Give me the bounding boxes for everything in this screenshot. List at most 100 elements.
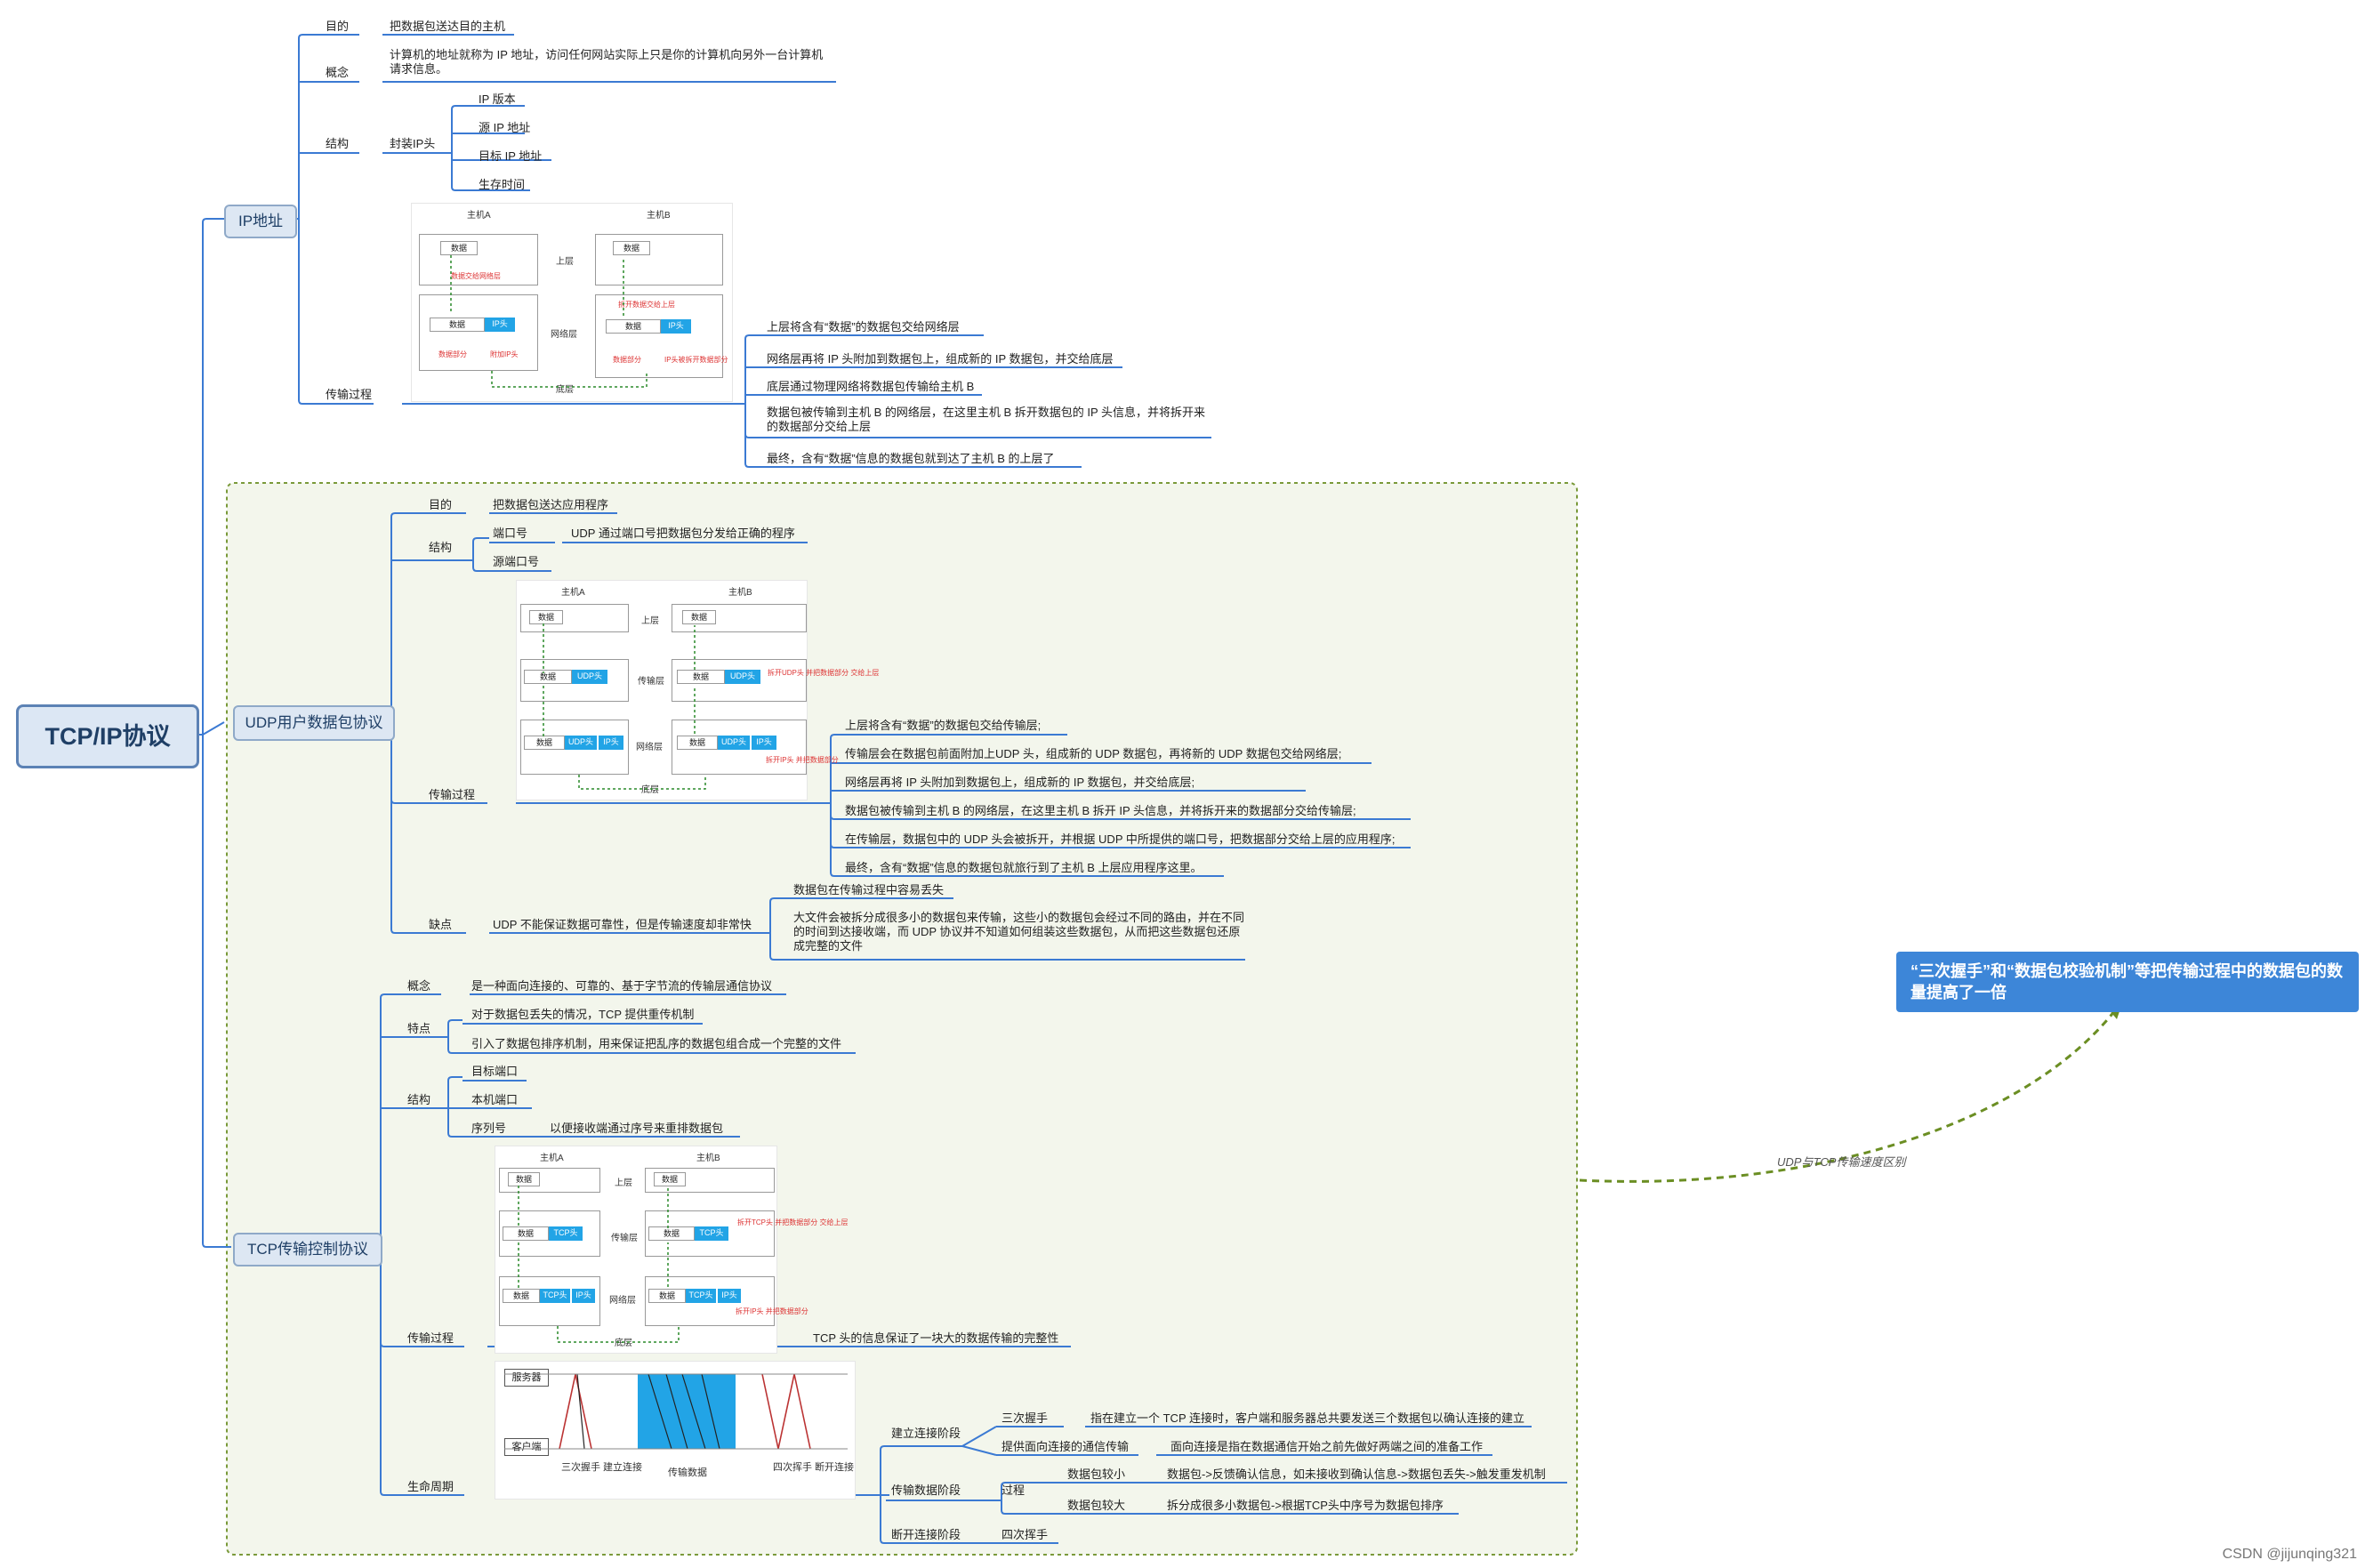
tcp-feature-2[interactable]: 引入了数据包排序机制，用来保证把乱序的数据包组合成一个完整的文件 xyxy=(471,1037,842,1050)
udp-fig-transport: 传输层 xyxy=(638,677,664,687)
fig-upper-label: 上层 xyxy=(556,257,574,267)
udp-purpose-label[interactable]: 目的 xyxy=(429,498,453,511)
life-transfer-label: 传输数据 xyxy=(668,1467,707,1478)
ip-step-1[interactable]: 上层将含有“数据”的数据包交给网络层 xyxy=(767,320,960,334)
tcp-seq-desc[interactable]: 以便接收端通过序号来重排数据包 xyxy=(550,1122,724,1135)
tcp-wave[interactable]: 四次挥手 xyxy=(1001,1528,1049,1541)
udp-structure-label[interactable]: 结构 xyxy=(429,541,453,554)
tcp-large-label[interactable]: 数据包较大 xyxy=(1067,1499,1126,1512)
udp-fig-a-tr-data: 数据 xyxy=(524,670,572,684)
tcp-fig-b-note2: 拆开IP头 并把数据部分 xyxy=(736,1307,808,1315)
fig-b-net-data: 数据 xyxy=(606,319,661,334)
ip-concept[interactable]: 计算机的地址就称为 IP 地址，访问任何网站实际上只是你的计算机向另外一台计算机… xyxy=(390,48,824,76)
tcp-handshake-desc[interactable]: 指在建立一个 TCP 连接时，客户端和服务器总共要发送三个数据包以确认连接的建立 xyxy=(1090,1411,1524,1425)
fig-a-net-iph: IP头 xyxy=(485,318,515,332)
ip-step-3[interactable]: 底层通过物理网络将数据包传输给主机 B xyxy=(767,380,975,393)
tcp-lifecycle-label[interactable]: 生命周期 xyxy=(407,1480,454,1493)
udp-fig-b-tr-data: 数据 xyxy=(677,670,725,684)
ip-step-5[interactable]: 最终，含有“数据”信息的数据包就到达了主机 B 的上层了 xyxy=(767,452,1055,465)
udp-fig-network: 网络层 xyxy=(636,743,663,752)
fig-a-note2: 数据部分 xyxy=(438,350,467,358)
ip-field-version[interactable]: IP 版本 xyxy=(479,92,516,106)
udp-fig-a-tr-udph: UDP头 xyxy=(572,670,607,684)
udp-step-2[interactable]: 传输层会在数据包前面附加上UDP 头，组成新的 UDP 数据包，再将新的 UDP… xyxy=(845,747,1342,760)
tcp-transfer-note[interactable]: TCP 头的信息保证了一块大的数据传输的完整性 xyxy=(813,1331,1059,1345)
tcp-field-src[interactable]: 本机端口 xyxy=(471,1093,519,1106)
udp-port-label[interactable]: 端口号 xyxy=(493,527,528,540)
tcp-fig-b-tr-data: 数据 xyxy=(648,1226,695,1241)
udp-src-port[interactable]: 源端口号 xyxy=(493,555,540,568)
udp-port-desc[interactable]: UDP 通过端口号把数据包分发给正确的程序 xyxy=(571,527,795,540)
life-handshake-label: 三次握手 建立连接 xyxy=(561,1462,643,1473)
ip-field-dst[interactable]: 目标 IP 地址 xyxy=(479,149,543,163)
fig-a-network xyxy=(419,294,538,371)
udp-step-6[interactable]: 最终，含有“数据”信息的数据包就旅行到了主机 B 上层应用程序这里。 xyxy=(845,861,1203,874)
ip-purpose[interactable]: 把数据包送达目的主机 xyxy=(390,20,506,33)
tcp-fig-b-net-tcph: TCP头 xyxy=(686,1289,716,1303)
udp-defect-1[interactable]: 数据包在传输过程中容易丢失 xyxy=(793,883,945,897)
tcp-transfer-label[interactable]: 传输过程 xyxy=(407,1331,454,1345)
tcp-structure-label[interactable]: 结构 xyxy=(407,1093,431,1106)
udp-step-3[interactable]: 网络层再将 IP 头附加到数据包上，组成新的 IP 数据包，并交给底层; xyxy=(845,776,1195,789)
ip-step-2[interactable]: 网络层再将 IP 头附加到数据包上，组成新的 IP 数据包，并交给底层 xyxy=(767,352,1114,366)
udp-fig-path xyxy=(543,623,706,790)
ip-encap-label[interactable]: 封装IP头 xyxy=(390,137,436,150)
tcp-title: TCP传输控制协议 xyxy=(247,1241,368,1258)
udp-fig-host-b: 主机B xyxy=(728,588,752,598)
tcp-udp-group-frame xyxy=(226,482,1578,1556)
life-server: 服务器 xyxy=(504,1369,549,1387)
fig-a-net-data: 数据 xyxy=(430,318,485,332)
ip-step-4[interactable]: 数据包被传输到主机 B 的网络层，在这里主机 B 拆开数据包的 IP 头信息，并… xyxy=(767,406,1206,433)
udp-purpose[interactable]: 把数据包送达应用程序 xyxy=(493,498,609,511)
speed-diff-callout[interactable]: “三次握手”和“数据包校验机制”等把传输过程中的数据包的数量提高了一倍 xyxy=(1896,952,2359,1012)
tcp-phase-transfer[interactable]: 传输数据阶段 xyxy=(891,1484,961,1497)
tcp-fig-b-net-iph: IP头 xyxy=(718,1289,741,1303)
fig-b-note3: IP头被拆开数据部分 xyxy=(664,356,728,364)
ip-branch-node[interactable]: IP地址 xyxy=(224,205,297,238)
tcp-concept[interactable]: 是一种面向连接的、可靠的、基于字节流的传输层通信协议 xyxy=(471,979,773,993)
udp-branch-node[interactable]: UDP用户数据包协议 xyxy=(233,705,395,741)
tcp-handshake[interactable]: 三次握手 xyxy=(1001,1411,1049,1425)
tcp-phase-connect[interactable]: 建立连接阶段 xyxy=(891,1427,961,1440)
tcp-small-desc[interactable]: 数据包->反馈确认信息，如未接收到确认信息->数据包丢失->触发重发机制 xyxy=(1167,1467,1546,1481)
tcp-field-seq[interactable]: 序列号 xyxy=(471,1122,507,1135)
ip-purpose-label[interactable]: 目的 xyxy=(326,20,350,33)
fig-ip-path xyxy=(450,255,648,388)
tcp-fig-a-net-iph: IP头 xyxy=(572,1289,595,1303)
tcp-feature-1[interactable]: 对于数据包丢失的情况，TCP 提供重传机制 xyxy=(471,1008,695,1021)
ip-field-ttl[interactable]: 生存时间 xyxy=(479,178,526,191)
udp-fig-a-net-data: 数据 xyxy=(524,736,565,750)
udp-step-1[interactable]: 上层将含有“数据”的数据包交给传输层; xyxy=(845,719,1042,732)
fig-bottom-label: 底层 xyxy=(556,385,574,395)
tcp-fig-a-net-data: 数据 xyxy=(503,1289,540,1303)
tcp-conn-oriented-desc[interactable]: 面向连接是指在数据通信开始之前先做好两端之间的准备工作 xyxy=(1170,1440,1484,1453)
ip-transfer-label[interactable]: 传输过程 xyxy=(326,388,373,401)
udp-fig-b-net-iph: IP头 xyxy=(752,736,776,750)
tcp-small-label[interactable]: 数据包较小 xyxy=(1067,1467,1126,1481)
tcp-fig-b-data: 数据 xyxy=(654,1172,686,1186)
tcp-transfer-figure: 主机A 主机B 数据 上层 数据 数据 TCP头 传输层 数据 TCP头 拆开T… xyxy=(495,1146,848,1354)
tcp-large-desc[interactable]: 拆分成很多小数据包->根据TCP头中序号为数据包排序 xyxy=(1167,1499,1444,1512)
udp-step-5[interactable]: 在传输层，数据包中的 UDP 头会被拆开，并根据 UDP 中所提供的端口号，把数… xyxy=(845,832,1396,846)
tcp-process-label[interactable]: 过程 xyxy=(1001,1484,1026,1497)
ip-concept-label[interactable]: 概念 xyxy=(326,66,350,79)
tcp-conn-oriented[interactable]: 提供面向连接的通信传输 xyxy=(1001,1440,1130,1453)
tcp-concept-label[interactable]: 概念 xyxy=(407,979,431,993)
tcp-fig-bottom: 底层 xyxy=(615,1339,632,1348)
tcp-field-dst[interactable]: 目标端口 xyxy=(471,1065,519,1078)
udp-defect-text[interactable]: UDP 不能保证数据可靠性，但是传输速度却非常快 xyxy=(493,918,752,931)
udp-defect-label[interactable]: 缺点 xyxy=(429,918,453,931)
udp-transfer-label[interactable]: 传输过程 xyxy=(429,788,476,801)
ip-structure-label[interactable]: 结构 xyxy=(326,137,350,150)
udp-defect-2[interactable]: 大文件会被拆分成很多小的数据包来传输，这些小的数据包会经过不同的路由，并在不同的… xyxy=(793,911,1245,953)
fig-a-data: 数据 xyxy=(440,241,478,255)
speed-diff-edge-label: UDP与TCP传输速度区别 xyxy=(1777,1155,1906,1169)
tcp-feature-label[interactable]: 特点 xyxy=(407,1022,431,1035)
tcp-branch-node[interactable]: TCP传输控制协议 xyxy=(233,1233,382,1266)
life-client: 客户端 xyxy=(504,1438,549,1456)
fig-b-note1: 拆开数据交给上层 xyxy=(618,301,675,309)
root-node[interactable]: TCP/IP协议 xyxy=(16,704,199,768)
udp-step-4[interactable]: 数据包被传输到主机 B 的网络层，在这里主机 B 拆开 IP 头信息，并将拆开来… xyxy=(845,804,1356,817)
tcp-phase-close[interactable]: 断开连接阶段 xyxy=(891,1528,961,1541)
ip-field-src[interactable]: 源 IP 地址 xyxy=(479,121,531,134)
